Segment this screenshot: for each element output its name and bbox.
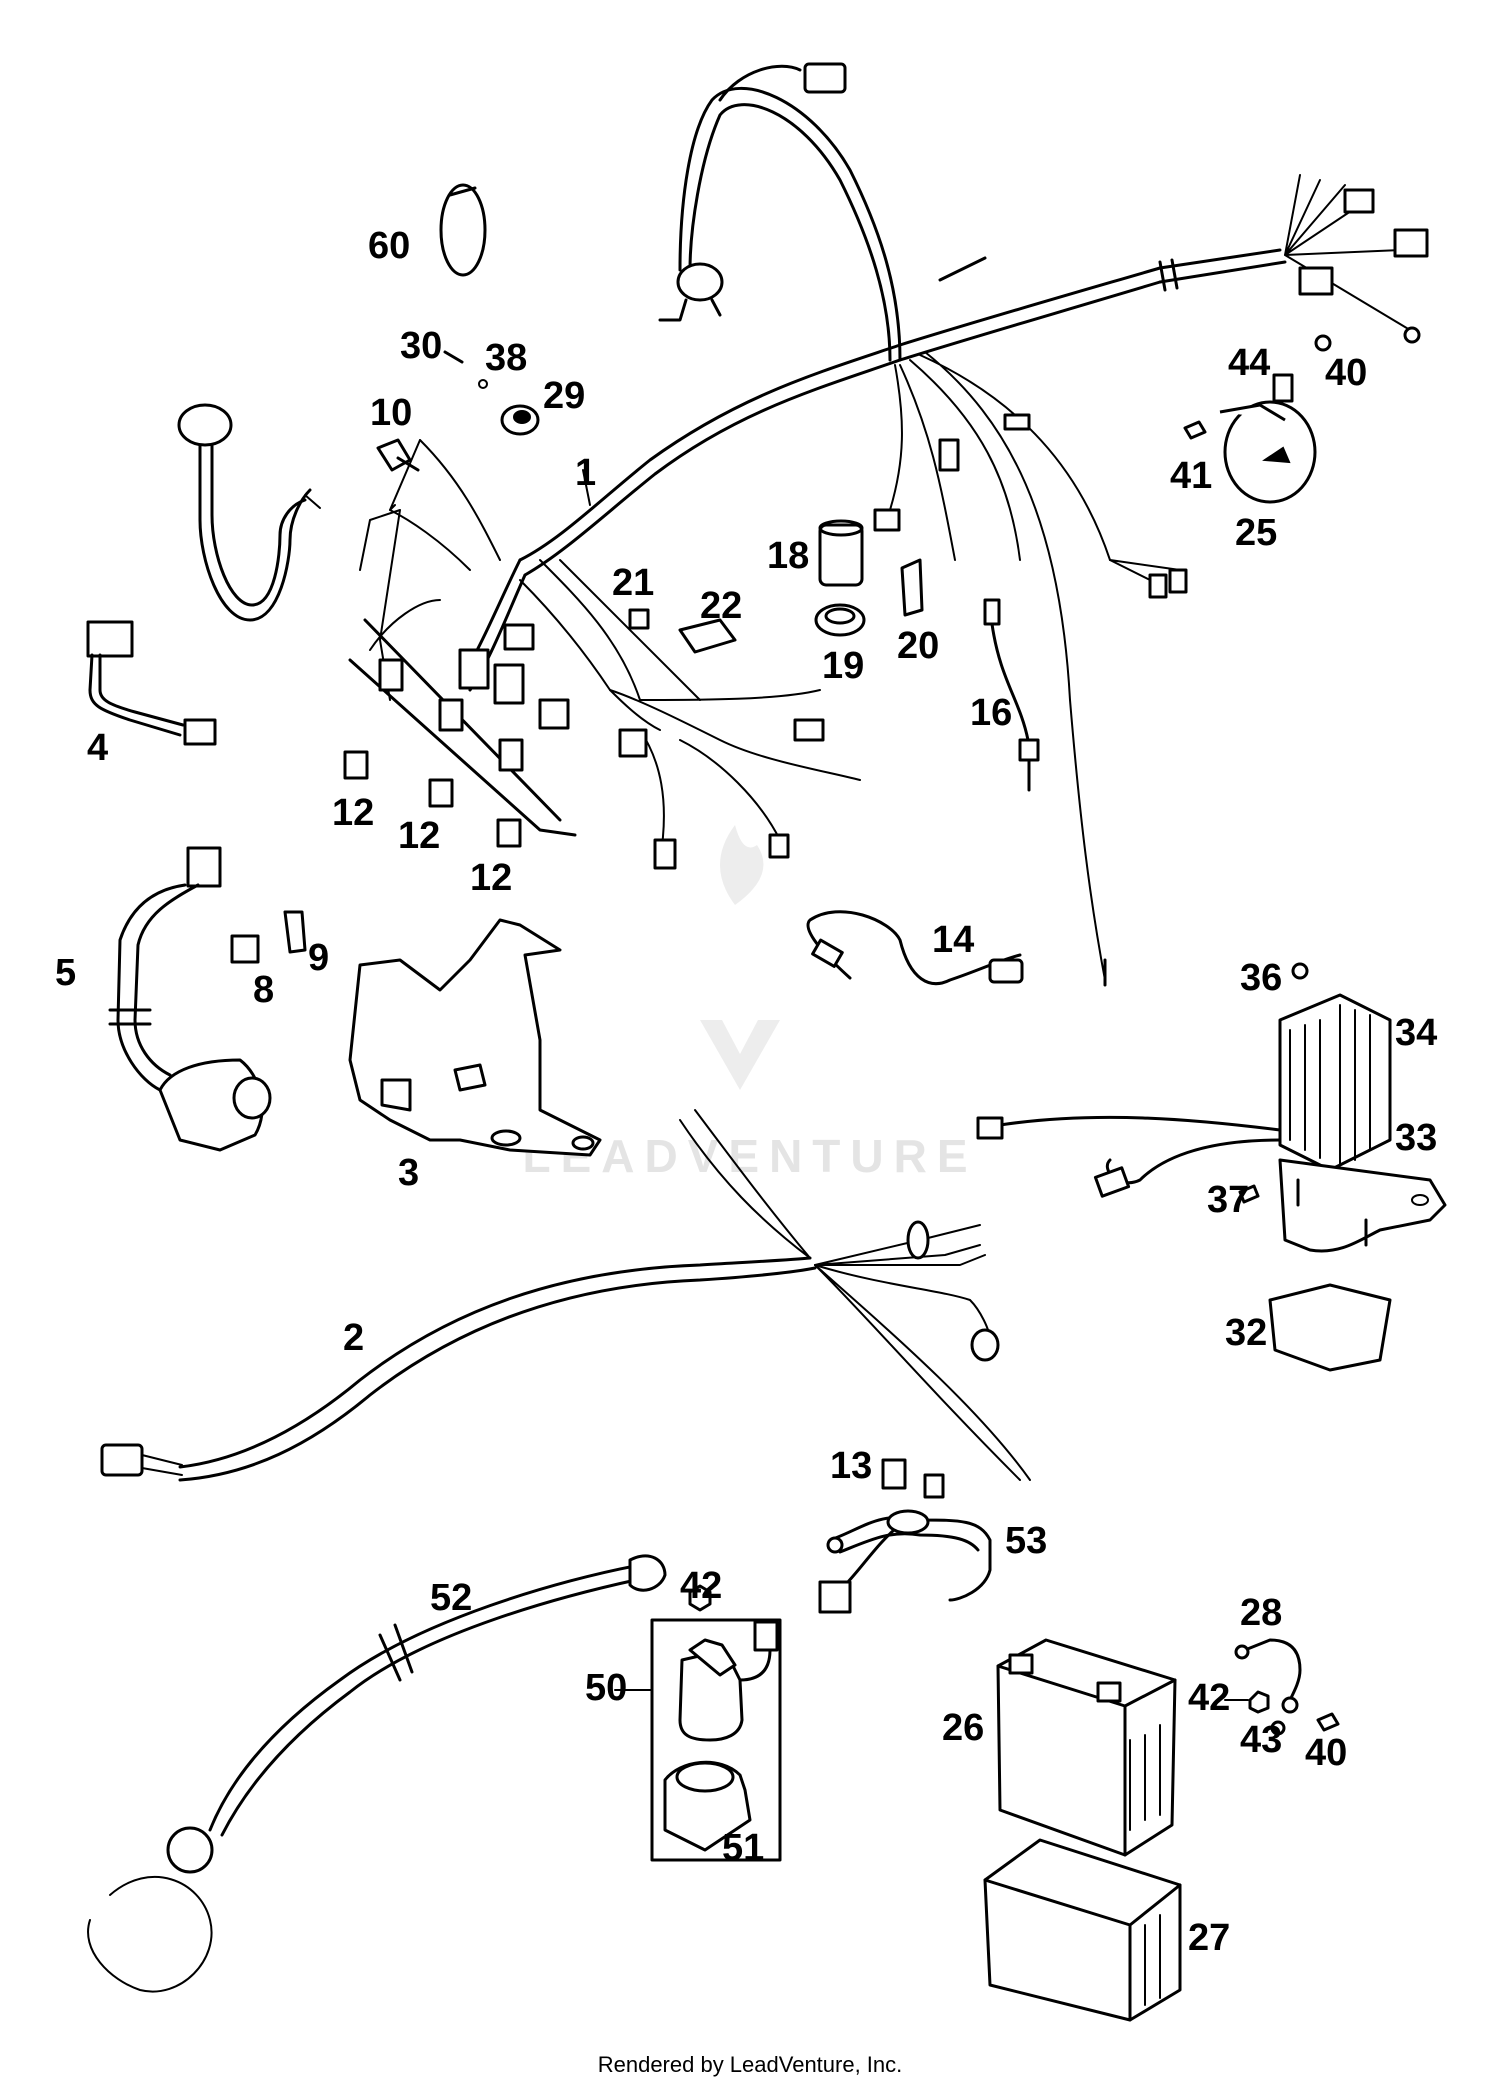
callout-52: 52 [430,1577,472,1619]
callout-4: 4 [87,727,108,769]
handlebar-switch [108,846,272,1152]
regulator-bracket [1238,1158,1447,1253]
callout-14: 14 [932,919,974,961]
connector [1343,188,1375,214]
switch-lead [86,620,217,746]
callout-3: 3 [398,1152,419,1194]
callout-18: 18 [767,535,809,577]
clamp-ring [439,183,487,277]
callout-29: 29 [543,375,585,417]
callout-26: 26 [942,1707,984,1749]
callout-40: 40 [1305,1732,1347,1774]
callout-43: 43 [1240,1719,1282,1761]
pressure-switch [983,598,1040,792]
callout-22: 22 [700,585,742,627]
callout-41: 41 [1170,455,1212,497]
callout-2: 2 [343,1317,364,1359]
callout-30: 30 [400,325,442,367]
rubber-pad [1268,1283,1392,1372]
speed-sensor [177,403,321,622]
callout-21: 21 [612,562,654,604]
callout-12: 12 [398,815,440,857]
callout-labels: 60 30 38 29 10 1 44 40 41 25 18 21 22 19… [55,225,1437,1959]
callout-27: 27 [1188,1917,1230,1959]
callout-1: 1 [575,452,596,494]
relay-small [230,910,307,964]
horn [1183,334,1332,504]
callout-12: 12 [470,857,512,899]
starter-relay [650,1584,782,1862]
callout-12: 12 [332,792,374,834]
battery [996,1638,1177,1857]
fuses [343,750,522,848]
callout-42: 42 [1188,1677,1230,1719]
bulb-socket [376,438,420,472]
callout-60: 60 [368,225,410,267]
callout-8: 8 [253,969,274,1011]
callout-37: 37 [1207,1179,1249,1221]
battery-cable [87,1554,667,1993]
callout-32: 32 [1225,1312,1267,1354]
callout-53: 53 [1005,1520,1047,1562]
connector [1393,228,1429,258]
callout-9: 9 [308,937,329,979]
callout-28: 28 [1240,1592,1282,1634]
callout-51: 51 [722,1827,764,1869]
callout-33: 33 [1395,1117,1437,1159]
screw-and-grommet [443,350,540,436]
connector [1298,266,1334,296]
callout-16: 16 [970,692,1012,734]
callout-42: 42 [680,1565,722,1607]
callout-13: 13 [830,1445,872,1487]
battery-lead [1234,1638,1340,1736]
callout-5: 5 [55,952,76,994]
callout-10: 10 [370,392,412,434]
leader-lines [582,469,1249,1701]
callout-19: 19 [822,645,864,687]
fuse-holder-harness [818,1458,992,1614]
regulator-rectifier [976,962,1392,1198]
callout-50: 50 [585,1667,627,1709]
relay-parts [628,519,924,654]
callout-34: 34 [1395,1012,1437,1054]
callout-38: 38 [485,337,527,379]
render-credit: Rendered by LeadVenture, Inc. [597,2052,903,2077]
battery-case [983,1838,1182,2022]
sub-wiring-harness [100,1109,1031,1482]
callout-25: 25 [1235,512,1277,554]
callout-44: 44 [1228,342,1270,384]
temperature-sensor [806,910,1024,986]
fuse-bracket [348,918,602,1157]
main-wiring-harness [348,62,1429,987]
callout-20: 20 [897,625,939,667]
callout-40: 40 [1325,352,1367,394]
watermark: LEADVENTURE [522,825,968,1182]
callout-36: 36 [1240,957,1282,999]
